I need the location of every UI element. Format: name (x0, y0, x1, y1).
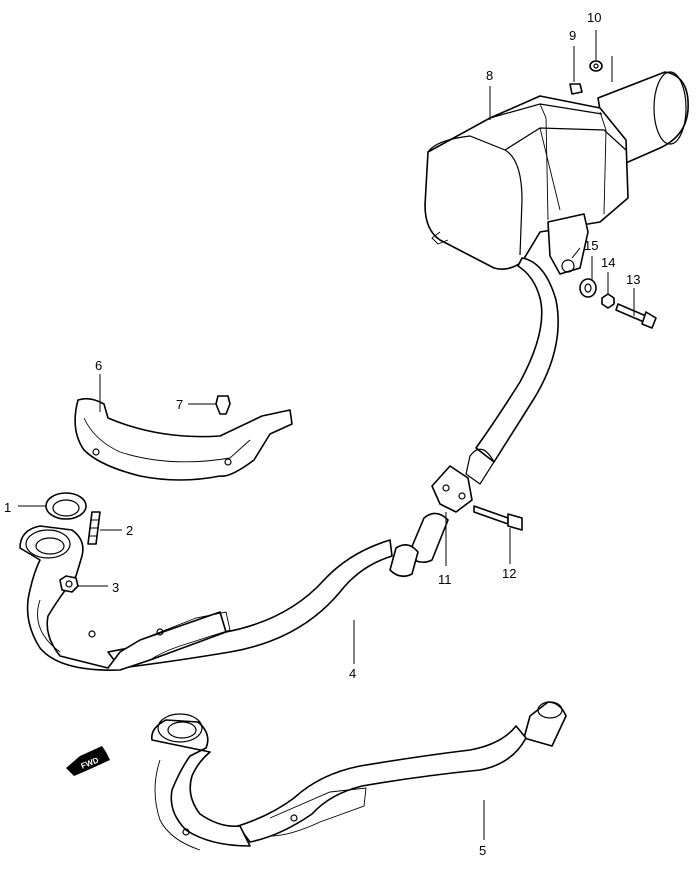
callout-12: 12 (502, 566, 516, 581)
callout-1: 1 (4, 500, 11, 515)
callout-10: 10 (587, 10, 601, 25)
rear-bolt[interactable] (615, 303, 657, 329)
stud-bolt[interactable] (87, 511, 101, 545)
callout-15: 15 (584, 238, 598, 253)
heat-shield-screw[interactable] (215, 395, 231, 415)
rear-nut[interactable] (601, 293, 615, 309)
washer[interactable] (579, 278, 597, 298)
clamp[interactable] (431, 465, 473, 513)
heat-shield[interactable] (74, 397, 293, 481)
exhaust-pipe-rear[interactable] (150, 701, 567, 851)
leader-lines (18, 30, 635, 840)
gasket[interactable] (45, 492, 87, 520)
callout-13: 13 (626, 272, 640, 287)
callout-4: 4 (349, 666, 356, 681)
callout-5: 5 (479, 843, 486, 858)
callout-14: 14 (601, 255, 615, 270)
callout-6: 6 (95, 358, 102, 373)
exhaust-pipe-front[interactable] (19, 512, 449, 671)
clamp-bolt[interactable] (473, 505, 523, 531)
muffler-nut[interactable] (589, 60, 603, 72)
callout-2: 2 (126, 523, 133, 538)
muffler-bolt[interactable] (569, 83, 583, 95)
nut[interactable] (59, 575, 79, 593)
callout-numbers: 1 2 3 4 5 6 7 8 9 10 11 12 13 14 15 (4, 10, 640, 858)
callout-7: 7 (176, 397, 183, 412)
callout-3: 3 (112, 580, 119, 595)
connector-pipe[interactable] (465, 257, 559, 485)
muffler[interactable] (424, 71, 689, 275)
callout-8: 8 (486, 68, 493, 83)
fwd-arrow-icon: FWD (66, 746, 110, 776)
callout-11: 11 (438, 572, 452, 587)
callout-9: 9 (569, 28, 576, 43)
